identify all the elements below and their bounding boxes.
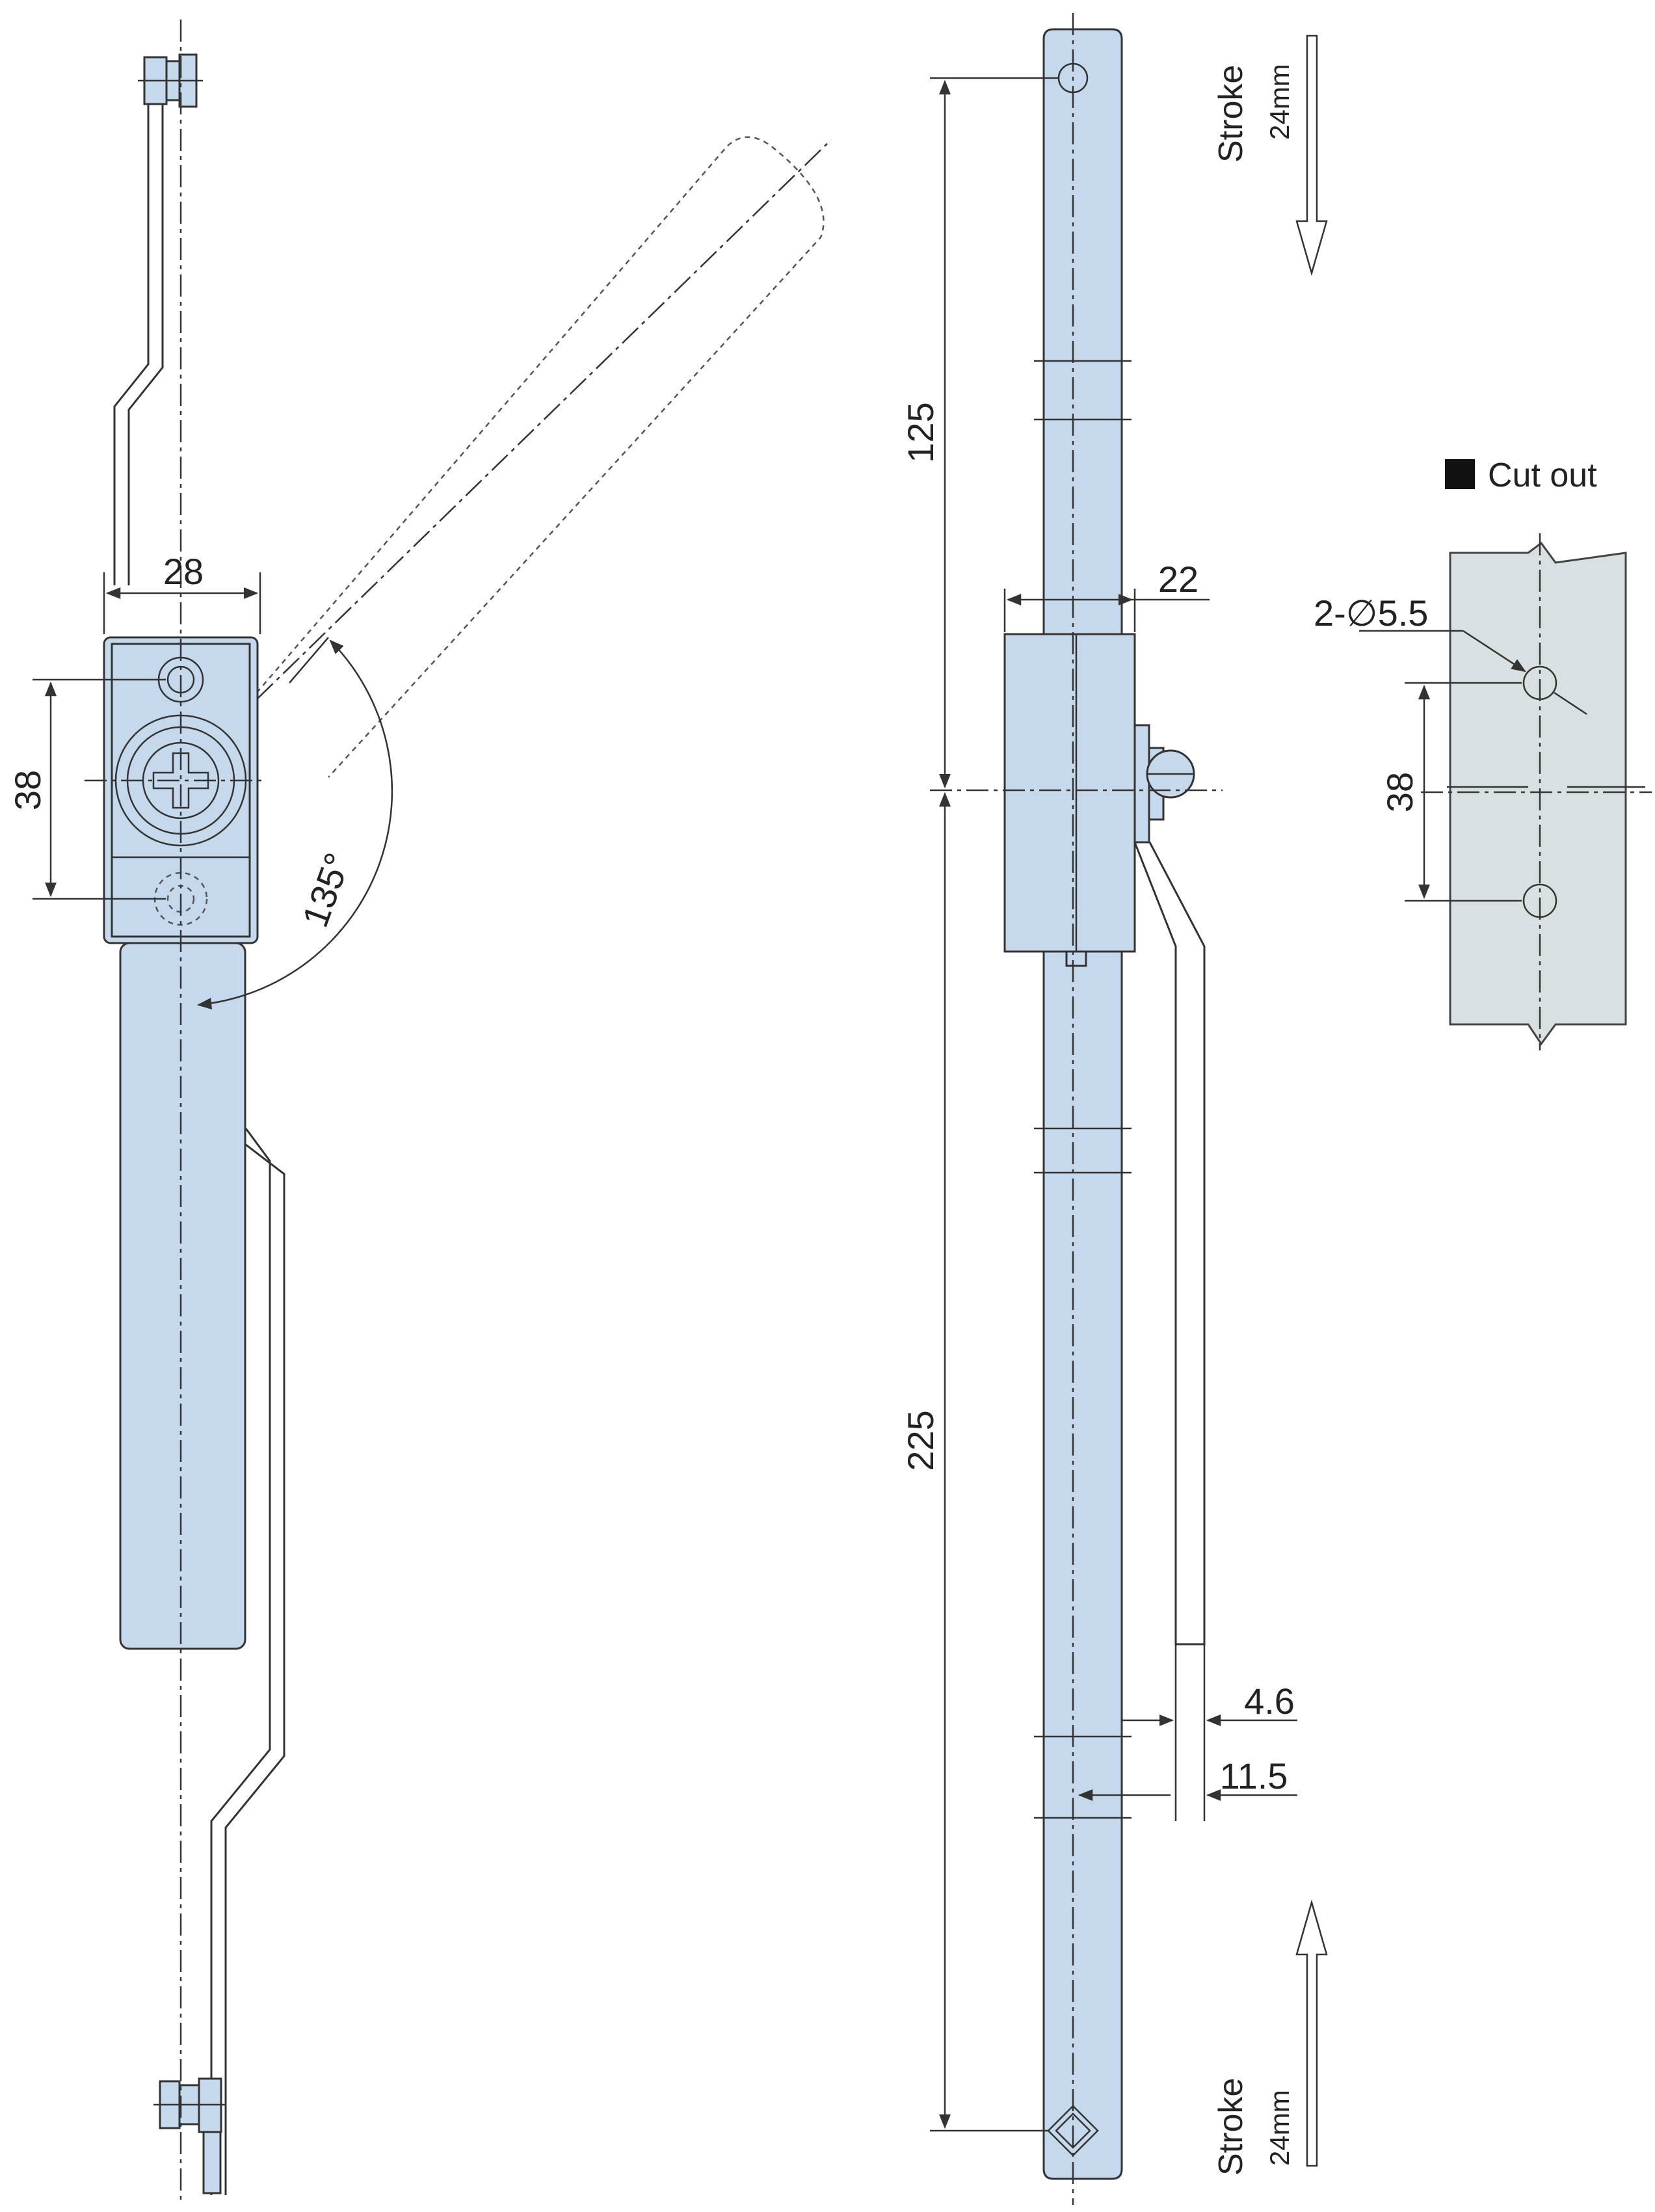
cut-out-hole-callout: 2-∅5.5: [1314, 593, 1587, 715]
handle: [119, 942, 246, 1650]
cut-out-panel: [1449, 541, 1627, 1046]
side-key-knob: [1133, 724, 1195, 844]
dim-offsets: 4.6 11.5: [1078, 1644, 1297, 1821]
cut-out-view: Cut out 2-∅5.5 38: [1314, 457, 1652, 1050]
front-view: 28 38 135°: [7, 20, 832, 2202]
dim-28: 28: [103, 551, 261, 634]
dim-38-front: 38: [7, 678, 166, 900]
side-bar: [1042, 28, 1123, 2180]
stroke-top-value: 24mm: [1264, 64, 1295, 140]
cut-out-hole-top-icon: [1522, 665, 1557, 700]
dim-38-cutout: 38: [1379, 682, 1522, 902]
dim-125-label: 125: [900, 402, 941, 462]
dim-22: 22: [1003, 559, 1210, 632]
rotated-handle-ghost: [178, 136, 832, 778]
side-lock-body: [1003, 633, 1136, 953]
stroke-bottom: Stroke 24mm: [1212, 1899, 1328, 2176]
top-fastener: [138, 53, 203, 108]
bottom-fastener: [153, 2077, 225, 2194]
cut-out-title: Cut out: [1488, 457, 1597, 494]
cut-out-legend-square: [1445, 459, 1475, 489]
dim-11-5-label: 11.5: [1220, 1755, 1288, 1796]
cut-out-hole-label: 2-∅5.5: [1314, 593, 1428, 633]
dim-38-cutout-label: 38: [1379, 772, 1420, 812]
lower-rod: [210, 1128, 285, 2195]
cut-out-hole-bottom-icon: [1522, 883, 1557, 918]
dim-125-225: 125 225: [900, 77, 1059, 2132]
stroke-bottom-label: Stroke: [1212, 2078, 1250, 2176]
upper-rod: [113, 72, 164, 585]
dim-4-6-label: 4.6: [1244, 1681, 1295, 1722]
stroke-bottom-value: 24mm: [1264, 2090, 1295, 2166]
stroke-top-label: Stroke: [1212, 65, 1250, 163]
dim-22-label: 22: [1158, 559, 1198, 600]
side-rod: [1133, 842, 1206, 1646]
dim-225-label: 225: [900, 1410, 941, 1471]
dim-28-label: 28: [163, 551, 204, 592]
stroke-top: Stroke 24mm: [1212, 34, 1328, 276]
side-view: 125 225 22 4.6 11.5 Stroke 24mm: [900, 13, 1328, 2205]
dim-38-front-label: 38: [7, 770, 48, 810]
